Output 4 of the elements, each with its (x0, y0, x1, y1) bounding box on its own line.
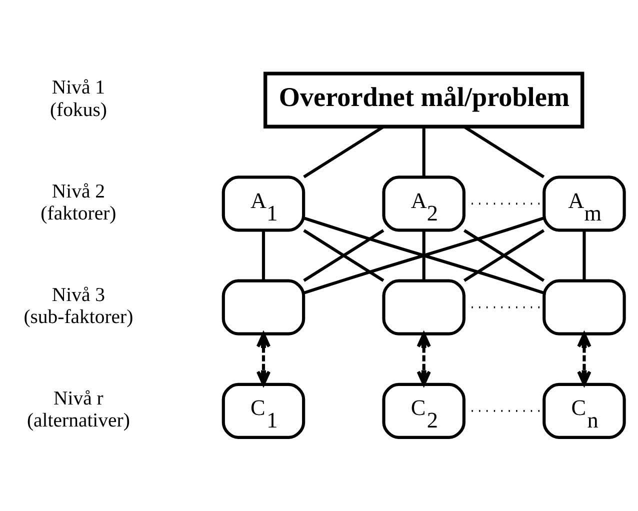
label: Nivå r (alternativer) (26, 388, 130, 432)
label: Nivå 3 (sub-faktorer) (24, 284, 134, 328)
label: Nivå 1 (fokus) (50, 76, 107, 121)
label: Nivå 2 (faktorer) (40, 180, 116, 224)
